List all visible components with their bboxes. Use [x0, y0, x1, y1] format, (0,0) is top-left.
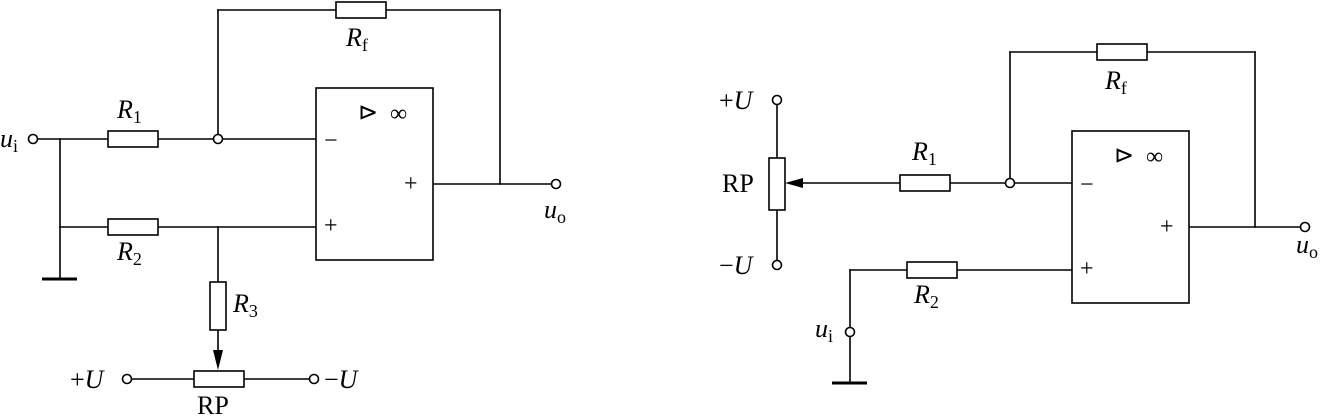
circuit-b-input-label: ui: [815, 314, 833, 346]
circuit-b-wires: [776, 51, 1301, 383]
circuit-b-opamp-body: [1071, 130, 1190, 304]
circuit-a-opamp-gain-label: ∞: [390, 101, 407, 127]
circuit-a-r2-label: R2: [116, 237, 142, 269]
circuit-a: ui uo R1 R2 R3 Rf RP +U −U ⊳ ∞ − + +: [0, 1, 566, 418]
circuit-a-resistor-rf: [335, 1, 387, 19]
circuit-b-inverting-sign: −: [1080, 172, 1094, 198]
circuit-a-non-inverting-sign: +: [324, 213, 338, 239]
circuit-b-input-terminal: [844, 326, 856, 338]
circuit-b-resistor-r1: [899, 174, 951, 192]
circuit-a-resistor-r1: [107, 130, 159, 148]
circuit-b-rp-label: RP: [722, 169, 754, 198]
circuit-b: +U −U RP R1 R2 Rf ui uo ⊳ ∞ − + +: [719, 43, 1318, 385]
circuit-b-r2-label: R2: [913, 280, 939, 312]
circuit-b-plus-supply-terminal: [771, 94, 783, 106]
circuit-a-r3-label: R3: [232, 289, 258, 321]
circuit-b-junction-node: [1004, 177, 1016, 189]
circuit-a-wiper-arrow-icon: [213, 350, 223, 370]
circuit-a-plus-supply-label: +U: [70, 365, 106, 394]
circuit-a-opamp-triangle-icon: ⊳: [358, 100, 378, 126]
circuit-b-non-inverting-sign: +: [1080, 256, 1094, 282]
circuit-b-resistor-r2: [906, 261, 958, 279]
circuit-b-resistor-rf: [1096, 43, 1148, 61]
circuit-b-output-terminal: [1299, 221, 1311, 233]
circuit-b-plus-supply-label: +U: [719, 86, 755, 115]
circuit-a-potentiometer-rp: [193, 370, 245, 388]
circuit-b-output-label: uo: [1296, 230, 1318, 262]
circuit-a-output-terminal: [550, 178, 562, 190]
circuit-a-minus-supply-terminal: [308, 373, 320, 385]
circuit-a-resistor-r3: [209, 281, 227, 331]
circuit-a-rp-label: RP: [197, 391, 229, 418]
circuit-b-opamp-triangle-icon: ⊳: [1114, 143, 1134, 169]
circuit-a-rf-label: Rf: [345, 23, 368, 55]
circuit-b-wiper-arrow-icon: [785, 178, 803, 188]
circuit-a-resistor-r2: [107, 218, 159, 236]
circuit-a-output-label: uo: [544, 195, 566, 227]
circuit-b-potentiometer-rp: [768, 157, 786, 211]
circuit-a-inverting-sign: −: [324, 128, 338, 154]
circuit-b-opamp-gain-label: ∞: [1146, 144, 1163, 170]
circuit-a-junction-node: [212, 133, 224, 145]
circuit-a-input-label: ui: [0, 124, 18, 156]
circuit-b-minus-supply-terminal: [771, 259, 783, 271]
circuit-a-input-terminal: [27, 133, 39, 145]
circuit-b-minus-supply-label: −U: [719, 251, 755, 280]
circuit-b-output-sign: +: [1160, 214, 1174, 240]
circuit-a-minus-supply-label: −U: [324, 365, 360, 394]
circuit-a-output-sign: +: [404, 171, 418, 197]
circuit-a-r1-label: R1: [116, 95, 142, 127]
circuit-b-r1-label: R1: [911, 137, 937, 169]
circuit-a-plus-supply-terminal: [121, 373, 133, 385]
circuit-a-wires: [37, 9, 552, 380]
circuit-b-rf-label: Rf: [1104, 66, 1127, 98]
circuit-a-opamp-body: [315, 87, 434, 261]
